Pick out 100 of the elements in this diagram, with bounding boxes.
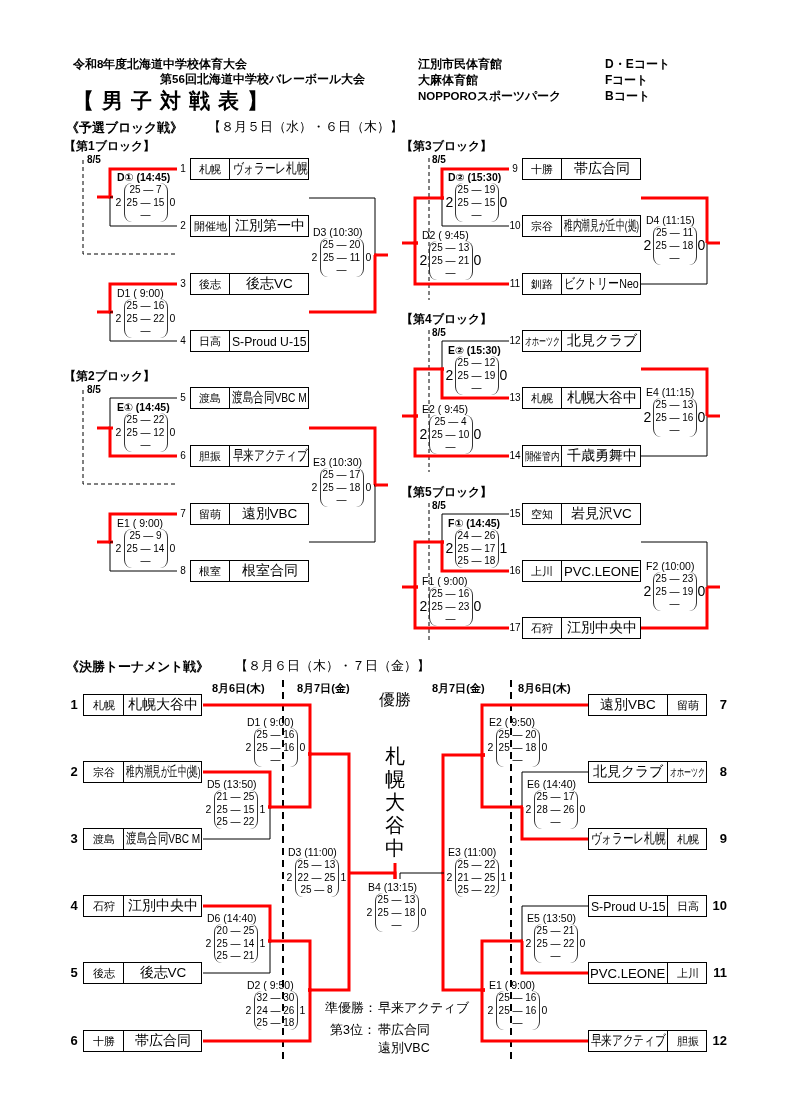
sets-won: 2 [486, 1003, 495, 1018]
bracket-line [268, 939, 312, 992]
bracket-line [441, 871, 485, 992]
team-name: 早来アクティブ [231, 447, 309, 465]
sets-won: 0 [540, 1003, 549, 1018]
bracket-line [413, 367, 444, 418]
set-score: 25 — 15 [456, 196, 497, 209]
match-label: F2 (10:00) [646, 560, 695, 572]
seed-number: 9 [511, 162, 519, 176]
team-name: 早来アクティブ [589, 1031, 668, 1051]
seed-number: 9 [718, 830, 727, 848]
team-name: 江別中央中 [127, 897, 199, 915]
sets-won: 2 [114, 541, 123, 556]
region-name: 釧路 [523, 274, 562, 294]
bracket-line [202, 806, 271, 840]
set-score: 25 — 13 [654, 399, 695, 412]
team-name: ヴォラーレ札幌 [589, 829, 668, 849]
day-heading: 8月7日(金) [432, 681, 485, 695]
set-score: — [668, 424, 681, 437]
match-label: E2 ( 9:45) [422, 403, 469, 415]
sets-won: 2 [642, 582, 653, 601]
region-name: 日高 [191, 331, 230, 351]
bracket-line [109, 196, 178, 227]
bracket-line [520, 805, 588, 841]
date-heading: 【８月６日（木）・７日（金）】 [235, 659, 430, 675]
sets-won: 1 [298, 1003, 307, 1018]
set-score: — [139, 439, 152, 452]
set-score: 25 — 12 [125, 426, 166, 439]
set-score: 25 — 13 [430, 242, 471, 255]
set-score: 25 — 17 [321, 469, 362, 482]
match-label: D4 (11:15) [646, 214, 695, 226]
venue-name: NOPPOROスポーツパーク [418, 89, 561, 104]
match-label: E6 (14:40) [527, 778, 577, 790]
set-score: — [470, 209, 483, 222]
team-name: 北見クラブ [589, 762, 668, 782]
seed-number: 2 [179, 219, 187, 233]
set-score: 25 — 16 [497, 992, 538, 1005]
region-name: 十勝 [84, 1031, 124, 1051]
set-score: 25 — 19 [654, 585, 695, 598]
region-name: 開催地 [191, 216, 230, 236]
set-score: 21 — 25 [215, 791, 256, 804]
bracket-line [108, 512, 177, 544]
sets-won: 0 [168, 425, 177, 440]
seed-number: 11 [712, 964, 727, 982]
bracket-line [640, 541, 708, 588]
court-name: Bコート [605, 89, 650, 104]
seed-number: 4 [69, 897, 79, 915]
team-name: 遠別VBC [240, 505, 299, 523]
set-score: 25 — 16 [497, 1004, 538, 1017]
match-label: D1 ( 9:00) [117, 287, 164, 299]
seed-number: 16 [509, 564, 521, 578]
set-score: 25 — 15 [125, 196, 166, 209]
team-name: ビクトリーNeo [563, 275, 640, 293]
bracket-line [413, 585, 509, 630]
bracket-line [520, 939, 588, 975]
region-name: 渡島 [84, 829, 124, 849]
region-name: 後志 [191, 274, 230, 294]
set-score: 25 — 23 [430, 600, 471, 613]
set-score: 22 — 25 [296, 871, 337, 884]
sets-won: 2 [524, 936, 533, 951]
sets-won: 2 [486, 740, 495, 755]
sets-won: 2 [418, 251, 429, 270]
team-name: PVC.LEONE [589, 963, 668, 983]
region-name: 札幌 [191, 159, 230, 179]
set-score: 25 — 11 [321, 251, 362, 264]
team-name: 後志VC [138, 964, 188, 982]
region-name: 渡島 [191, 388, 230, 408]
set-score: — [139, 325, 152, 338]
bracket-line [413, 196, 444, 245]
set-score: — [470, 382, 483, 395]
date-note: 8/5 [432, 153, 446, 166]
venue-name: 大麻体育館 [418, 73, 478, 88]
team-name: ヴォラーレ札幌 [231, 160, 309, 178]
set-score: 25 — 23 [654, 573, 695, 586]
set-score: 25 — 13 [376, 894, 417, 907]
bracket-line [109, 541, 178, 572]
set-score: 25 — 22 [125, 312, 166, 325]
team-name: 稚内潮見が丘中(拠) [563, 217, 640, 235]
date-note: 8/5 [87, 383, 101, 396]
sets-won: 0 [578, 936, 587, 951]
block-heading: 【第1ブロック】 [64, 139, 155, 154]
set-score: 25 — 18 [456, 555, 497, 568]
team-name: 札幌大谷中 [565, 389, 638, 407]
set-score: — [511, 754, 524, 767]
bracket-line [641, 367, 709, 416]
match-label: D3 (11:00) [288, 846, 337, 858]
match-label: E1 ( 9:00) [117, 517, 164, 529]
match-label: D① (14:45) [117, 171, 171, 183]
set-score: 25 — 21 [535, 925, 576, 938]
seed-number: 1 [69, 696, 79, 714]
set-score: 25 — 16 [125, 300, 166, 313]
sets-won: 0 [499, 366, 508, 385]
region-name: 宗谷 [523, 216, 562, 236]
champion-heading: 優勝 [378, 690, 412, 710]
match-label: D3 (10:30) [313, 226, 363, 238]
region-name: 上川 [523, 561, 562, 581]
seed-number: 10 [711, 897, 727, 915]
day-heading: 8月6日(木) [518, 681, 571, 695]
bracket-line [441, 753, 485, 875]
set-score: 25 — 18 [497, 741, 538, 754]
